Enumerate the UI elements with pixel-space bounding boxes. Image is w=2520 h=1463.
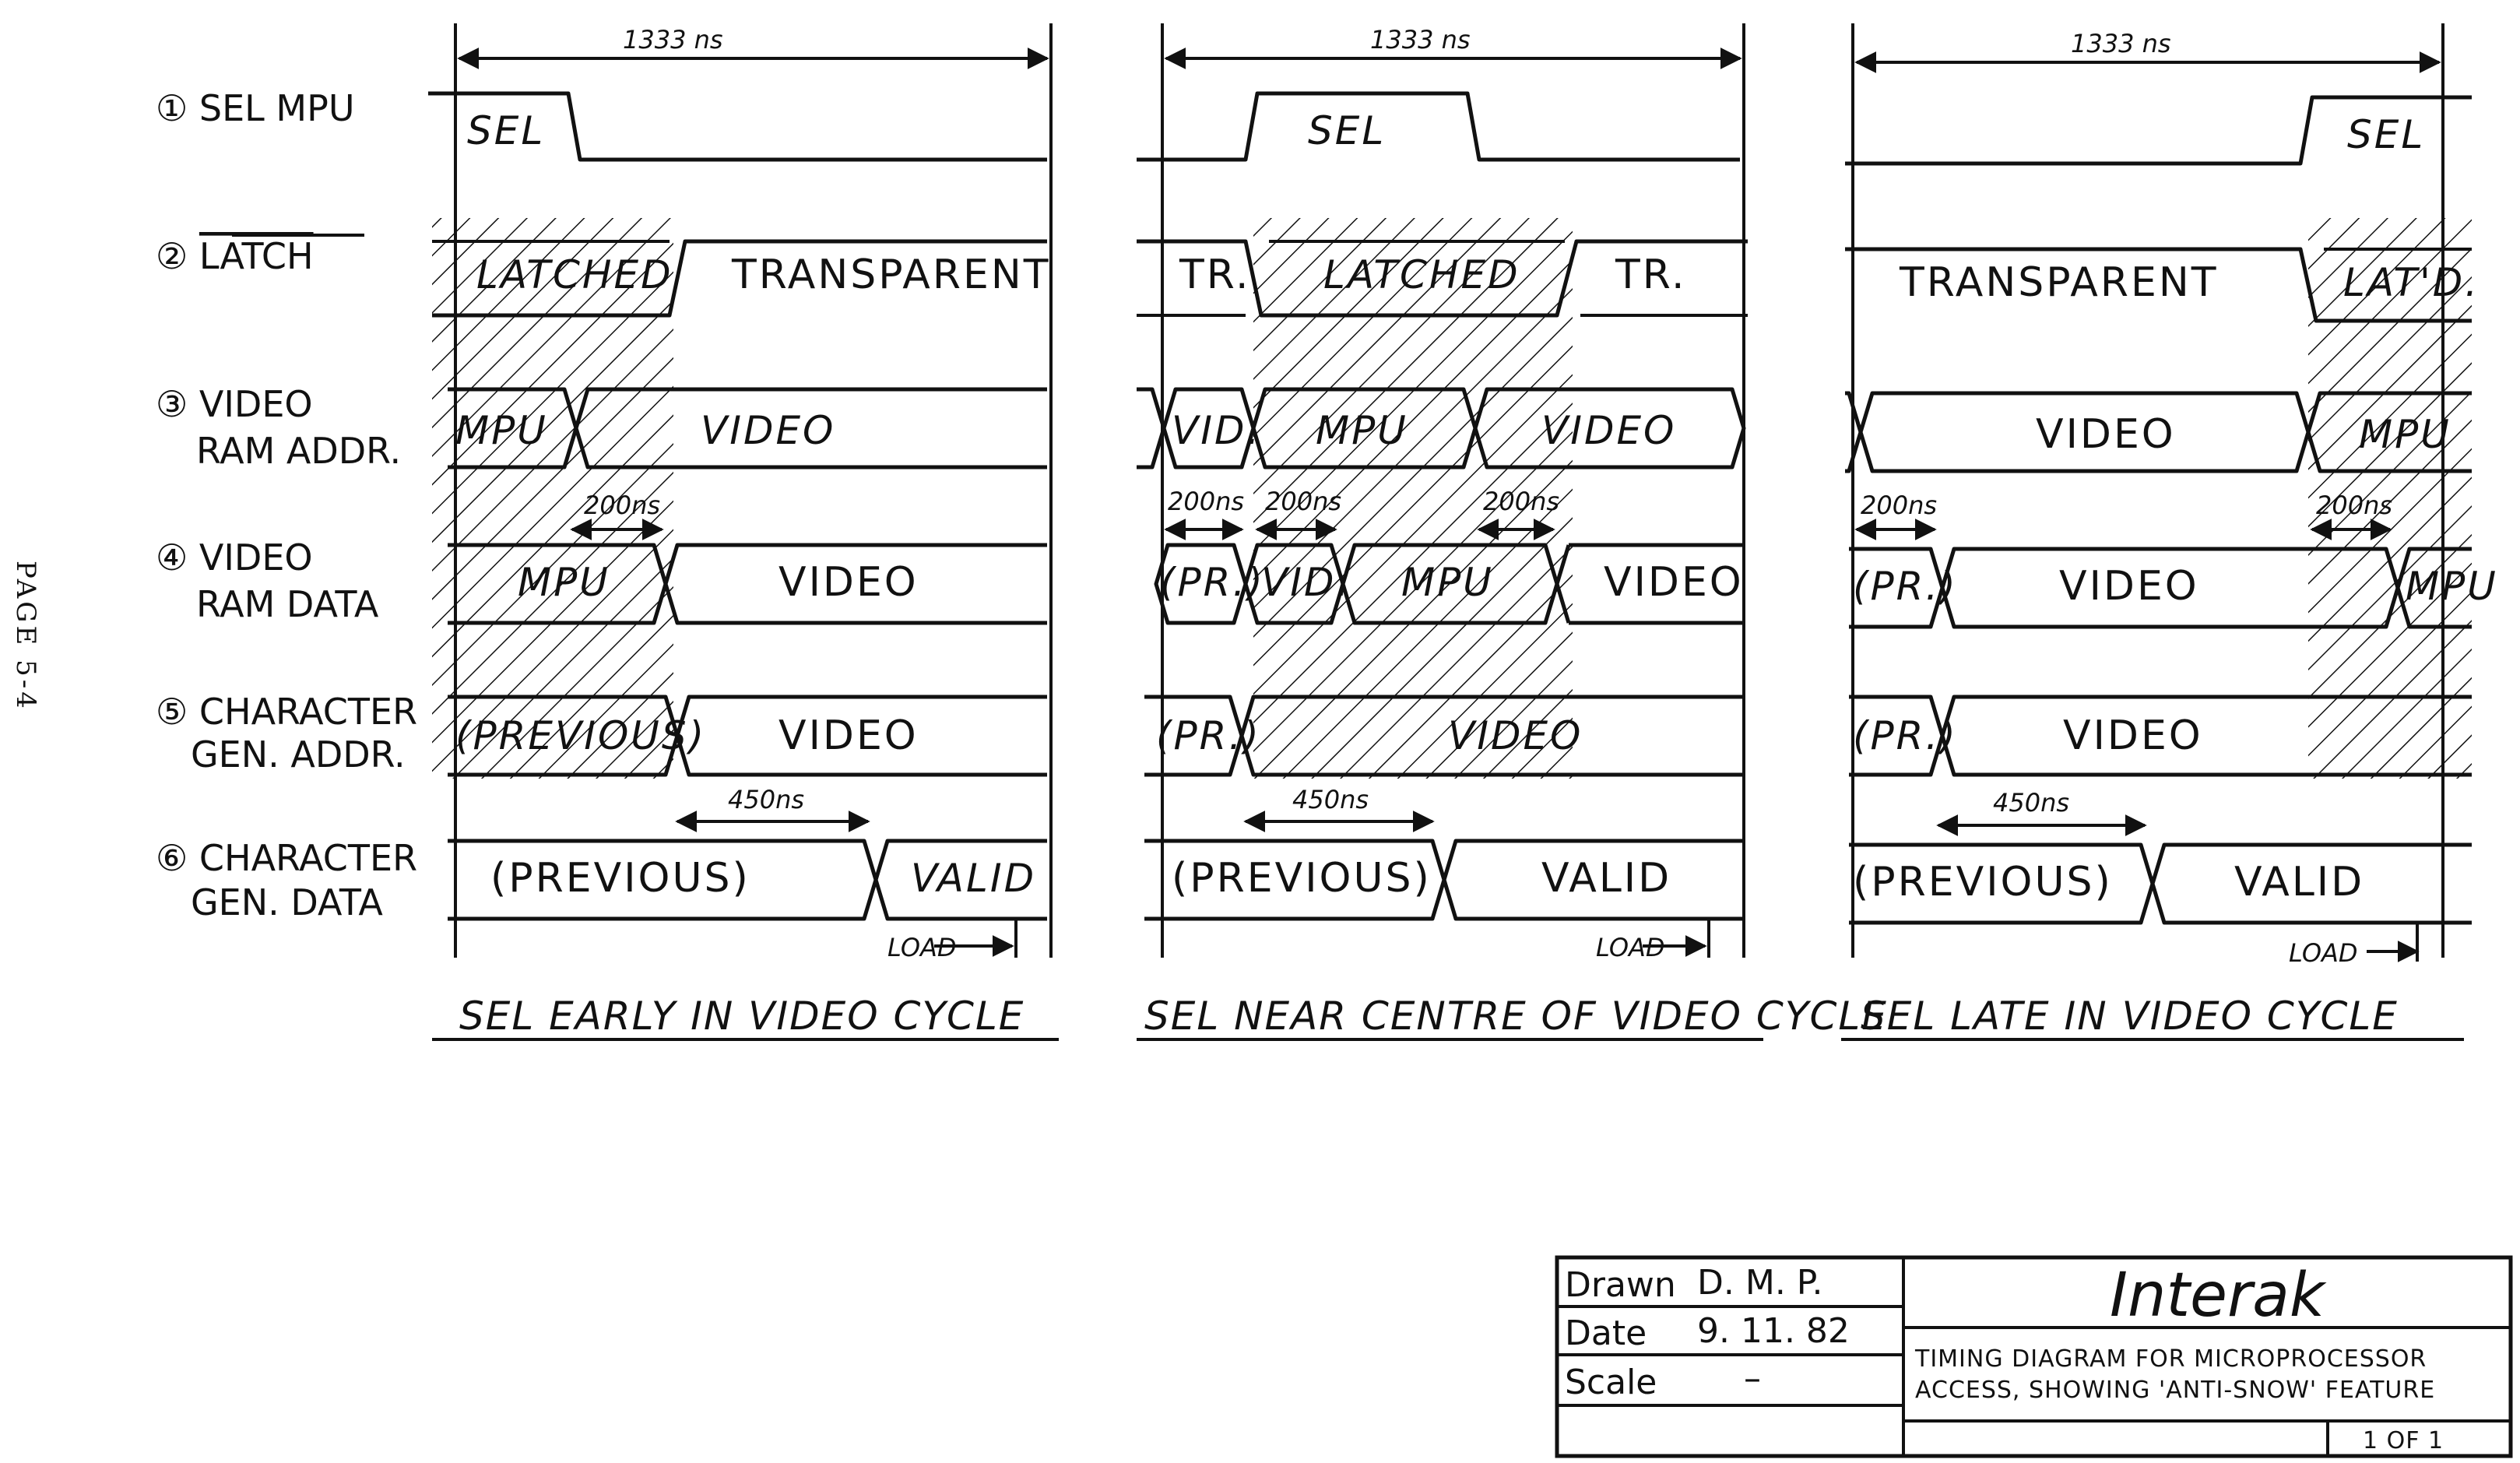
signal-1-label: ① SEL MPU: [156, 87, 355, 129]
panel-centre-cgd-a: (PREVIOUS): [1172, 855, 1432, 902]
signal-6-label: ⑥ CHARACTER: [156, 837, 417, 879]
page-label: PAGE 5-4: [10, 561, 41, 712]
panel-centre-caption: SEL NEAR CENTRE OF VIDEO CYCLE: [1144, 994, 1888, 1039]
panel-early-addr-b: VIDEO: [701, 408, 835, 453]
panel-centre-t200-c: 200ns: [1483, 487, 1559, 516]
panel-centre-t450: 450ns: [1292, 785, 1369, 814]
date-label: Date: [1565, 1314, 1647, 1353]
drawn-label: Drawn: [1565, 1265, 1676, 1305]
panel-centre-cgd-b: VALID: [1541, 855, 1671, 902]
signal-4-line2: RAM DATA: [196, 583, 379, 625]
panel-centre-data-c: MPU: [1401, 560, 1494, 605]
panel-late-cgd-a: (PREVIOUS): [1853, 859, 2113, 906]
panel-late-load: LOAD: [2289, 938, 2358, 968]
panel-early-period: 1333 ns: [623, 25, 723, 55]
panel-centre-data-b: VID.: [1261, 560, 1351, 605]
brand-logo: Interak: [2110, 1261, 2327, 1331]
panel-centre-addr-a: VID.: [1172, 408, 1261, 453]
scale-label: Scale: [1565, 1363, 1657, 1402]
drawn-value: D. M. P.: [1697, 1263, 1822, 1303]
panel-early-cga-a: (PREVIOUS): [455, 713, 706, 758]
panel-centre-addr-b: MPU: [1316, 408, 1408, 453]
panel-late-t200-b: 200ns: [2316, 491, 2392, 520]
panel-late-t450: 450ns: [1993, 788, 2069, 818]
panel-early-latch-a: LATCHED: [476, 252, 673, 297]
panel-early-cgd-a: (PREVIOUS): [490, 855, 750, 902]
panel-centre-addr-c: VIDEO: [1541, 408, 1676, 453]
panel-early-t450: 450ns: [728, 785, 804, 814]
signal-2-label: ② LATCH: [156, 235, 314, 277]
panel-late: 1333 ns SEL TRANSPARENT LAT'D. VIDEO MPU…: [1841, 23, 2498, 1041]
panel-early-data-c: VIDEO: [778, 559, 919, 606]
panel-early-latch-b: TRANSPARENT: [731, 251, 1051, 298]
panel-centre: 1333 ns SEL TR. LATCHED TR. VID. MPU VID…: [1137, 23, 1888, 1041]
panel-late-sel: SEL: [2347, 112, 2425, 157]
panel-late-period: 1333 ns: [2071, 29, 2171, 58]
panel-early-load: LOAD: [887, 933, 957, 962]
panel-centre-latch-c: TR.: [1615, 251, 1687, 298]
panel-centre-sel: SEL: [1308, 108, 1386, 153]
panel-early-t200: 200ns: [584, 491, 660, 520]
panel-centre-data-a: (PR.): [1160, 560, 1265, 605]
panel-centre-latch-b: LATCHED: [1323, 252, 1520, 297]
signal-6-line2: GEN. DATA: [191, 881, 383, 923]
panel-centre-t200-b: 200ns: [1265, 487, 1341, 516]
panel-centre-period: 1333 ns: [1370, 25, 1471, 55]
panel-late-latch-a: TRANSPARENT: [1899, 259, 2219, 306]
drawing-title-line1: TIMING DIAGRAM FOR MICROPROCESSOR: [1914, 1345, 2427, 1373]
panel-late-addr-a: VIDEO: [2036, 411, 2176, 458]
panel-late-data-b: VIDEO: [2059, 563, 2199, 610]
panel-early: 1333 ns SEL LATCHED TRANSPARENT MPU VIDE…: [428, 23, 1059, 1041]
panel-centre-cga-a: (PR.): [1156, 713, 1261, 758]
signal-3-line2: RAM ADDR.: [196, 430, 401, 472]
panel-late-t200-a: 200ns: [1861, 491, 1937, 520]
signal-3-label: ③ VIDEO: [156, 383, 313, 425]
panel-early-cgd-b: VALID: [911, 856, 1036, 901]
signal-5-label: ⑤ CHARACTER: [156, 691, 417, 733]
panel-centre-t200-a: 200ns: [1168, 487, 1244, 516]
panel-early-cga-b: VIDEO: [778, 712, 919, 759]
panel-centre-data-d: VIDEO: [1604, 559, 1744, 606]
sheet-number: 1 OF 1: [2363, 1427, 2444, 1454]
panel-late-cga-b: VIDEO: [2063, 712, 2203, 759]
panel-early-sel: SEL: [467, 108, 545, 153]
panel-late-caption: SEL LATE IN VIDEO CYCLE: [1861, 994, 2399, 1039]
panel-late-data-c: MPU: [2406, 564, 2498, 609]
drawing-title-line2: ACCESS, SHOWING 'ANTI-SNOW' FEATURE: [1915, 1377, 2435, 1404]
panel-early-data-b: MPU: [518, 560, 610, 605]
panel-late-latch-b: LAT'D.: [2343, 260, 2480, 305]
panel-early-caption: SEL EARLY IN VIDEO CYCLE: [459, 994, 1025, 1039]
signal-4-label: ④ VIDEO: [156, 536, 313, 579]
panel-late-cgd-b: VALID: [2234, 859, 2364, 906]
panel-centre-load: LOAD: [1596, 933, 1665, 962]
panel-late-cga-a: (PR.): [1853, 713, 1958, 758]
panel-late-data-a: (PR.): [1853, 564, 1958, 609]
date-value: 9. 11. 82: [1697, 1311, 1850, 1351]
signal-labels: ① SEL MPU ② LATCH ③ VIDEO RAM ADDR. ④ VI…: [156, 87, 417, 923]
panel-centre-cga-b: VIDEO: [1448, 713, 1583, 758]
title-block: Drawn D. M. P. Date 9. 11. 82 Scale – In…: [1555, 1255, 2513, 1458]
scale-value: –: [1744, 1359, 1761, 1398]
panel-early-addr-a: MPU: [455, 408, 548, 453]
panel-centre-latch-a: TR.: [1179, 251, 1251, 298]
panel-late-addr-b: MPU: [2359, 412, 2451, 457]
signal-5-line2: GEN. ADDR.: [191, 733, 406, 775]
